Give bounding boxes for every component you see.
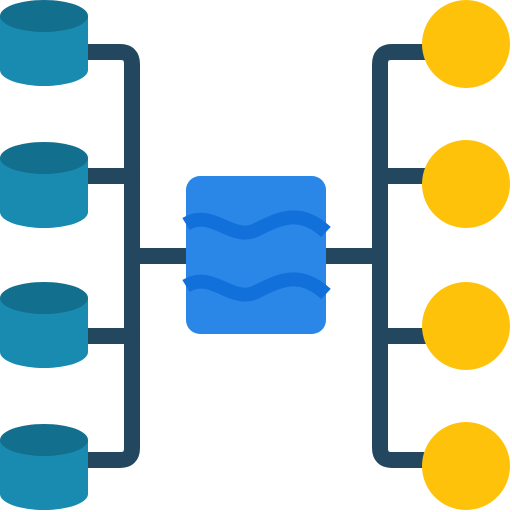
output-node-4 — [422, 422, 510, 510]
output-node-1 — [422, 0, 510, 88]
database-icon-2 — [0, 142, 88, 228]
wave-icon-top — [182, 210, 331, 240]
database-icon-1 — [0, 0, 88, 86]
database-icon-3 — [0, 282, 88, 368]
left-connector — [80, 44, 190, 468]
output-node-3 — [422, 282, 510, 370]
database-icon-4 — [0, 424, 88, 510]
output-node-2 — [422, 140, 510, 228]
lake-hub-icon — [182, 176, 331, 334]
right-connector — [322, 44, 438, 468]
wave-icon-bottom — [182, 272, 331, 302]
